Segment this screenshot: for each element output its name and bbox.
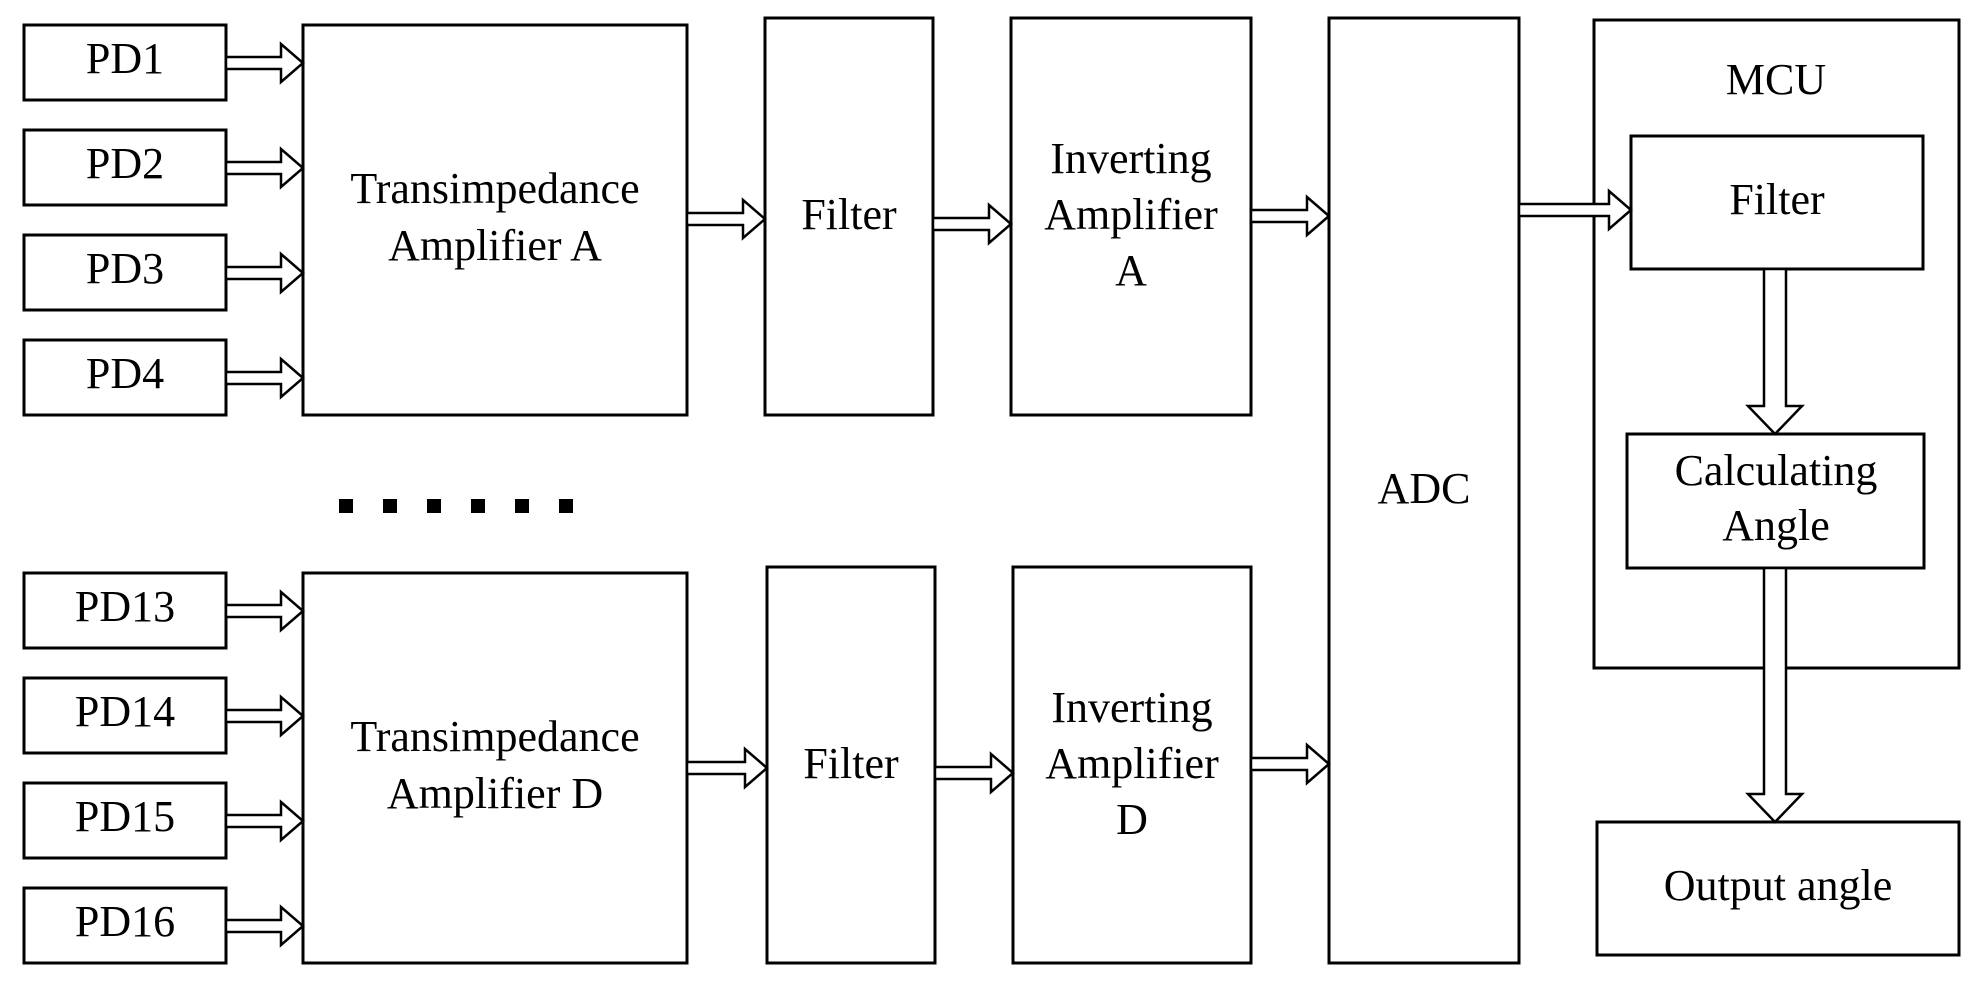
pd-bottom-arrow-1 [224,589,305,633]
ellipsis-dot [471,499,485,513]
inv-amp-d-line3: D [1116,795,1148,844]
pd16-label: PD16 [75,897,175,946]
pd-bottom-arrow-4 [224,904,305,948]
output-angle-label: Output angle [1664,861,1893,910]
flow-arrows [224,41,1805,948]
pd-top-arrow-3 [224,251,305,295]
tia-a-to-filter-arrow [685,197,767,241]
ellipsis-dot [427,499,441,513]
ellipsis-dot [339,499,353,513]
tia-a-line2: Amplifier A [388,221,602,270]
mcu-filter-to-calc-arrow [1745,267,1805,436]
calc-angle-line2: Angle [1722,501,1830,550]
inv-amp-d-line2: Amplifier [1045,739,1219,788]
output-angle-box [1595,820,1961,957]
pd13-label: PD13 [75,582,175,631]
pd3-box [22,233,228,312]
pd15-box [22,781,228,860]
adc-box [1327,16,1521,965]
pd2-label: PD2 [86,139,164,188]
mcu-title: MCU [1726,55,1826,104]
tia-a-box [301,23,689,417]
tia-d-box [301,571,689,965]
pd14-label: PD14 [75,687,175,736]
pd-top-arrow-1 [224,41,305,85]
pd13-box [22,571,228,650]
pd16-box [22,886,228,965]
mcu-filter-label: Filter [1729,175,1825,224]
pd-top-arrow-4 [224,356,305,400]
pd14-box [22,676,228,755]
ellipsis-dot [515,499,529,513]
pd-group-top: PD1 PD2 PD3 PD4 [22,23,228,417]
inv-amp-a-line2: Amplifier [1044,190,1218,239]
pd15-label: PD15 [75,792,175,841]
filter-a-to-inv-arrow [931,202,1013,246]
tia-a-line1: Transimpedance [350,164,639,213]
filter-d-label: Filter [803,739,899,788]
pd-bottom-arrow-3 [224,799,305,843]
pd1-box [22,23,228,102]
inv-amp-a-line1: Inverting [1050,134,1211,183]
adc-to-mcu-filter-arrow [1517,188,1633,232]
calc-to-output-arrow [1745,566,1805,824]
tia-d-to-filter-arrow [685,746,769,790]
inv-amp-a-line3: A [1115,246,1147,295]
tia-d-line1: Transimpedance [350,712,639,761]
pd-top-arrow-2 [224,146,305,190]
calc-angle-line1: Calculating [1675,446,1878,495]
pd3-label: PD3 [86,244,164,293]
filter-d-box [765,565,937,965]
filter-d-to-inv-arrow [933,751,1015,795]
inv-amp-d-line1: Inverting [1051,683,1212,732]
inv-amp-d-box [1011,565,1253,965]
inv-a-to-adc-arrow [1249,194,1331,238]
adc-label: ADC [1378,464,1471,513]
inv-d-to-adc-arrow [1249,742,1331,786]
pd2-box [22,128,228,207]
pd-group-bottom: PD13 PD14 PD15 PD16 [22,571,228,965]
ellipsis-dot [559,499,573,513]
filter-a-box [763,16,935,417]
filter-a-label: Filter [801,190,897,239]
ellipsis-dot [383,499,397,513]
ellipsis-dots [339,499,573,513]
pd-bottom-arrow-2 [224,694,305,738]
pd1-label: PD1 [86,34,164,83]
tia-d-line2: Amplifier D [387,769,603,818]
pd4-label: PD4 [86,349,164,398]
calc-angle-box [1625,432,1926,570]
